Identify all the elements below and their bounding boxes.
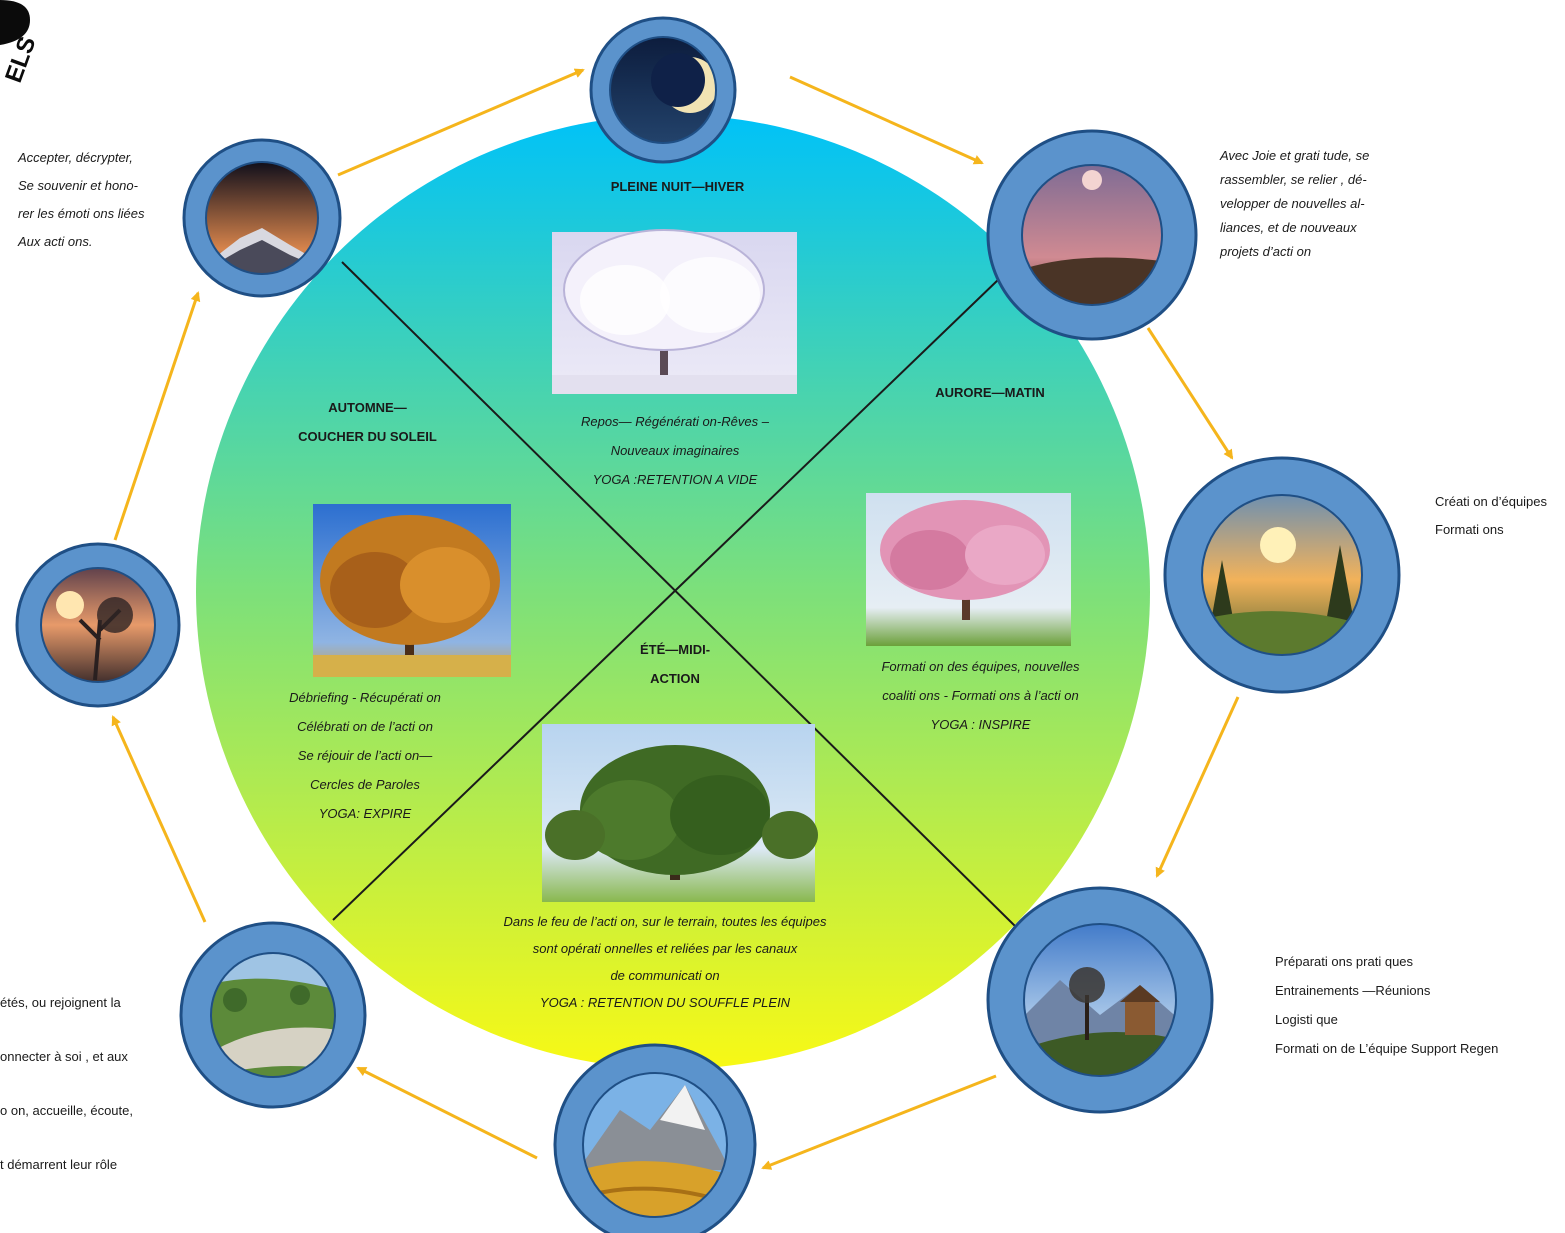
node-sunset-trees [15, 542, 181, 708]
summer-caption-line: Dans le feu de l’acti on, sur le terrain… [503, 914, 827, 929]
arrow-8 [113, 291, 201, 541]
outer-text-line: Formati ons [1435, 522, 1504, 537]
night-caption: Repos— Régénérati on-Rêves – Nouveaux im… [545, 407, 805, 494]
node-mountain-dusk [182, 138, 342, 298]
autumn-title-line-1: AUTOMNE— [328, 400, 407, 415]
outer-text-line: t démarrent leur rôle [0, 1157, 118, 1172]
arrow-5 [761, 1074, 997, 1170]
divider-line-1 [341, 261, 1016, 927]
summer-tree-image [542, 724, 818, 902]
autumn-title-line-2: COUCHER DU SOLEIL [298, 429, 437, 444]
summer-caption: Dans le feu de l’acti on, sur le terrain… [455, 908, 875, 1016]
autumn-caption-line: Célébrati on de l’acti on [297, 719, 433, 734]
arrow-4 [1155, 696, 1240, 878]
outer-text-line: liances, et de nouveaux [1220, 220, 1357, 235]
outer-text-top-right: Avec Joie et grati tude, se rassembler, … [1220, 144, 1369, 264]
outer-text-line: onnecter à soi , et aux [0, 1049, 128, 1064]
night-caption-line: Nouveaux imaginaires [610, 443, 740, 458]
summer-title-line-2: ACTION [650, 671, 700, 686]
node-sunrise-forest [1163, 456, 1401, 694]
cycle-arrows [111, 68, 1240, 1170]
summer-caption-line: de communicati on [610, 968, 720, 983]
outer-text-line: projets d’acti on [1220, 244, 1312, 259]
outer-text-line: Logisti que [1275, 1012, 1338, 1027]
summer-title: ÉTÉ—MIDI- ACTION [595, 635, 755, 693]
outer-text-bottom-left: étés, ou rejoignent la onnecter à soi , … [0, 976, 133, 1192]
arrow-7 [111, 715, 207, 923]
logo-fragment: ELS [0, 0, 41, 86]
divider-line-2 [332, 277, 1001, 921]
autumn-caption: Débriefing - Récupérati on Célébrati on … [255, 683, 475, 828]
node-river-valley [179, 921, 367, 1109]
summer-title-line-1: ÉTÉ—MIDI- [639, 642, 711, 657]
outer-text-line: Avec Joie et grati tude, se [1220, 148, 1370, 163]
dawn-caption: Formati on des équipes, nouvelles coalit… [848, 652, 1113, 739]
outer-text-line: étés, ou rejoignent la [0, 995, 121, 1010]
night-caption-line: YOGA :RETENTION A VIDE [592, 472, 758, 487]
node-moonrise [986, 129, 1198, 341]
autumn-caption-line: Cercles de Paroles [310, 777, 420, 792]
night-caption-line: Repos— Régénérati on-Rêves – [581, 414, 769, 429]
outer-text-line: Préparati ons prati ques [1275, 954, 1414, 969]
outer-text-line: Se souvenir et hono- [18, 178, 138, 193]
outer-text-line: Aux acti ons. [18, 234, 93, 249]
arrow-6 [356, 1066, 538, 1160]
summer-caption-line: YOGA : RETENTION DU SOUFFLE PLEIN [539, 995, 791, 1010]
summer-caption-line: sont opérati onnelles et reliées par les… [532, 941, 798, 956]
dawn-title: AURORE—MATIN [935, 385, 1045, 400]
dawn-caption-line: YOGA : INSPIRE [930, 717, 1031, 732]
arrow-2 [789, 75, 984, 165]
node-mountain-bottom [553, 1043, 757, 1233]
outer-text-line: Entrainements —Réunions [1275, 983, 1431, 998]
outer-text-top-left: Accepter, décrypter, Se souvenir et hono… [18, 144, 144, 256]
outer-text-right: Créati on d’équipes Formati ons [1435, 488, 1547, 544]
outer-text-line: rer les émoti ons liées [18, 206, 145, 221]
outer-text-line: o on, accueille, écoute, [0, 1103, 133, 1118]
autumn-caption-line: Débriefing - Récupérati on [289, 690, 441, 705]
autumn-caption-line: YOGA: EXPIRE [318, 806, 412, 821]
outer-text-line: Créati on d’équipes [1435, 494, 1548, 509]
winter-tree-image [552, 229, 797, 394]
arrow-3 [1146, 327, 1234, 460]
node-night-moon [589, 16, 737, 164]
arrow-1 [337, 68, 585, 177]
blossom-tree-image [866, 493, 1071, 646]
autumn-tree-image [313, 504, 511, 677]
autumn-title: AUTOMNE— COUCHER DU SOLEIL [275, 393, 460, 451]
outer-text-bottom-right: Préparati ons prati ques Entrainements —… [1275, 947, 1498, 1063]
outer-text-line: Accepter, décrypter, [18, 150, 133, 165]
outer-text-line: Formati on de L’équipe Support Regen [1275, 1041, 1499, 1056]
outer-text-line: velopper de nouvelles al- [1220, 196, 1365, 211]
dawn-caption-line: coaliti ons - Formati ons à l’acti on [882, 688, 1079, 703]
node-cabin-hill [986, 886, 1214, 1114]
autumn-caption-line: Se réjouir de l’acti on— [297, 748, 433, 763]
outer-text-line: rassembler, se relier , dé- [1220, 172, 1367, 187]
dawn-caption-line: Formati on des équipes, nouvelles [881, 659, 1080, 674]
night-title: PLEINE NUIT—HIVER [610, 179, 745, 194]
